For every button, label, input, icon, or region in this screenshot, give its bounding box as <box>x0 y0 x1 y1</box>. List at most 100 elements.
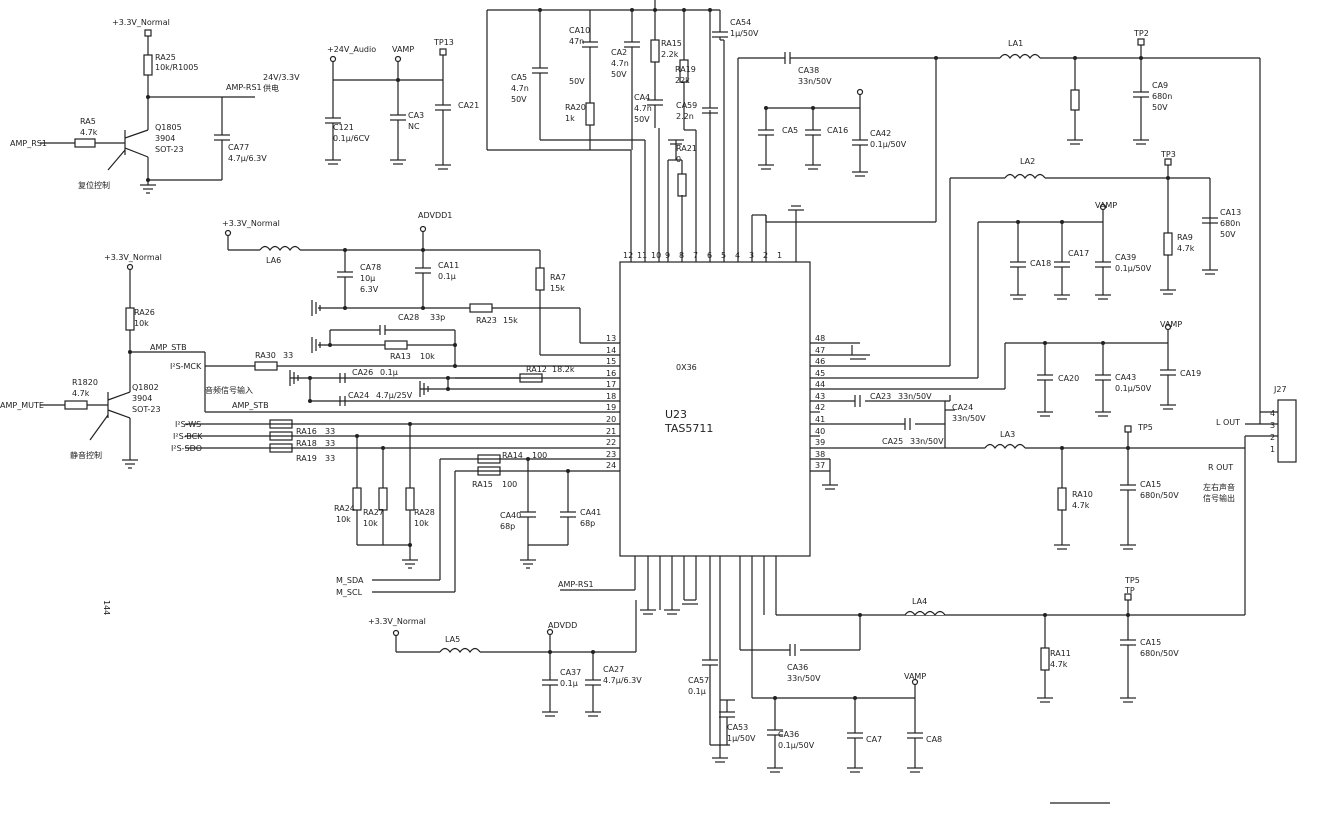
page-mark: 144 <box>102 600 111 615</box>
svg-text:48: 48 <box>815 334 825 343</box>
rail-v33c: +3.3V_Normal <box>104 253 162 262</box>
bottom-caps-wires <box>640 599 1110 804</box>
comp-ca10-val: 47n <box>569 37 584 46</box>
comp-ca36a-val: 33n/50V <box>787 674 821 683</box>
comp-ra14-val: 100 <box>532 451 547 460</box>
tp3: TP3 <box>1160 150 1176 159</box>
comp-la2: LA2 <box>1020 157 1035 166</box>
comp-ra20-val: 1k <box>565 114 575 123</box>
svg-text:3: 3 <box>749 251 754 260</box>
comp-ca37-val: 0.1μ <box>560 679 578 688</box>
comp-ca17: CA17 <box>1068 249 1089 258</box>
svg-text:2: 2 <box>763 251 768 260</box>
comp-ca5a-val: 4.7n <box>511 84 529 93</box>
mck-wires <box>205 361 543 406</box>
comp-ra12-val: 18.2k <box>552 365 575 374</box>
comp-ca37-ref: CA37 <box>560 668 581 677</box>
comp-ca11-ref: CA11 <box>438 261 459 270</box>
ic-right-wires <box>810 178 1006 485</box>
signal-m-scl: M_SCL <box>336 588 363 597</box>
comp-ra7-ref: RA7 <box>550 273 566 282</box>
comp-ca25-val: 33n/50V <box>910 437 944 446</box>
tp5b-val: TP <box>1124 586 1135 595</box>
q1805-pkg: SOT-23 <box>155 145 184 154</box>
mute-circuit-wires <box>40 270 206 469</box>
comp-ca26-ref: CA26 <box>352 368 373 377</box>
comp-ca77-ref: CA77 <box>228 143 249 152</box>
i2s-wires <box>269 419 576 569</box>
la3-wires <box>945 412 1278 615</box>
comp-ca4-ref: CA4 <box>634 93 650 102</box>
signal-i2s-sdo: I²S-SDO <box>171 444 202 453</box>
comp-ra20-ref: RA20 <box>565 103 586 112</box>
svg-text:4: 4 <box>735 251 740 260</box>
signal-i2s-bck: I²S-BCK <box>173 432 203 441</box>
comp-ca2-ref: CA2 <box>611 48 627 57</box>
comp-ca38-val: 33n/50V <box>798 77 832 86</box>
comp-ca40-val: 68p <box>500 522 515 531</box>
ic-name: U23 <box>665 408 687 421</box>
comp-ca41-val: 68p <box>580 519 595 528</box>
comp-ca41-ref: CA41 <box>580 508 601 517</box>
rail-advdd: ADVDD <box>548 621 577 630</box>
comp-ca24b-val: 33n/50V <box>952 414 986 423</box>
comp-ca24a-val: 4.7μ/25V <box>376 391 413 400</box>
comp-ca2-v: 50V <box>611 70 627 79</box>
comp-ca5b-ref: CA5 <box>782 126 798 135</box>
svg-text:9: 9 <box>665 251 670 260</box>
tp13: TP13 <box>433 38 454 47</box>
svg-text:38: 38 <box>815 450 825 459</box>
comp-ca9-val: 680n <box>1152 92 1172 101</box>
ic-part: TAS5711 <box>664 422 713 435</box>
comp-ra27-ref: RA27 <box>363 508 384 517</box>
svg-text:5: 5 <box>721 251 726 260</box>
ic-top-pin-numbers: 12 11 10 9 8 7 6 5 4 3 2 1 <box>623 251 782 260</box>
ic-bottom-wires <box>560 556 1245 746</box>
q1805-ref: Q1805 <box>155 123 182 132</box>
comp-ca36a-ref: CA36 <box>787 663 808 672</box>
svg-text:16: 16 <box>606 369 616 378</box>
comp-ra23-ref: RA23 <box>476 316 497 325</box>
audio-in-note: 音频信号输入 <box>205 385 253 395</box>
comp-ra25-ref: RA25 <box>155 53 176 62</box>
comp-ra15-val: 100 <box>502 480 517 489</box>
comp-ca10-ref: CA10 <box>569 26 590 35</box>
comp-ra24-ref: RA24 <box>334 504 355 513</box>
ic-u23-body <box>619 261 811 557</box>
svg-text:23: 23 <box>606 450 616 459</box>
comp-ca18: CA18 <box>1030 259 1051 268</box>
svg-text:39: 39 <box>815 438 825 447</box>
comp-ca9-v: 50V <box>1152 103 1168 112</box>
bootstrap-caps <box>854 395 955 430</box>
comp-ra21-val: 0 <box>676 155 681 164</box>
ic-pad-label: 0X36 <box>676 363 697 372</box>
comp-ca21-ref: CA21 <box>458 101 479 110</box>
connector-pin4: 4 <box>1270 409 1275 418</box>
svg-text:6: 6 <box>707 251 712 260</box>
comp-ra19b-val: 22k <box>675 76 690 85</box>
signal-m-sda: M_SDA <box>336 576 364 585</box>
connector-l-out: L OUT <box>1216 418 1240 427</box>
comp-ra15b-ref: RA15 <box>661 39 682 48</box>
comp-ca15a-val: 680n/50V <box>1140 491 1179 500</box>
comp-ra10-val: 4.7k <box>1072 501 1090 510</box>
comp-c121-val: 0.1μ/6CV <box>333 134 370 143</box>
vamp-caps-wires <box>822 330 1176 490</box>
svg-text:43: 43 <box>815 392 825 401</box>
q1802-ref: Q1802 <box>132 383 159 392</box>
comp-ra11-ref: RA11 <box>1050 649 1071 658</box>
comp-ra19b-ref: RA19 <box>675 65 696 74</box>
signal-amp-stb-2: AMP_STB <box>232 401 269 410</box>
signal-amp-mute: AMP_MUTE <box>0 401 44 410</box>
comp-ca77-val: 4.7μ/6.3V <box>228 154 267 163</box>
signal-amp-stb: AMP_STB <box>150 343 187 352</box>
comp-ca24a-ref: CA24 <box>348 391 369 400</box>
connector-note-b: 信号输出 <box>1203 493 1235 503</box>
svg-text:21: 21 <box>606 427 616 436</box>
tp5a: TP5 <box>1137 423 1153 432</box>
tp2: TP2 <box>1133 29 1149 38</box>
svg-text:12: 12 <box>623 251 633 260</box>
svg-text:10: 10 <box>651 251 661 260</box>
connector-r-out: R OUT <box>1208 463 1233 472</box>
comp-ca78-ref: CA78 <box>360 263 381 272</box>
